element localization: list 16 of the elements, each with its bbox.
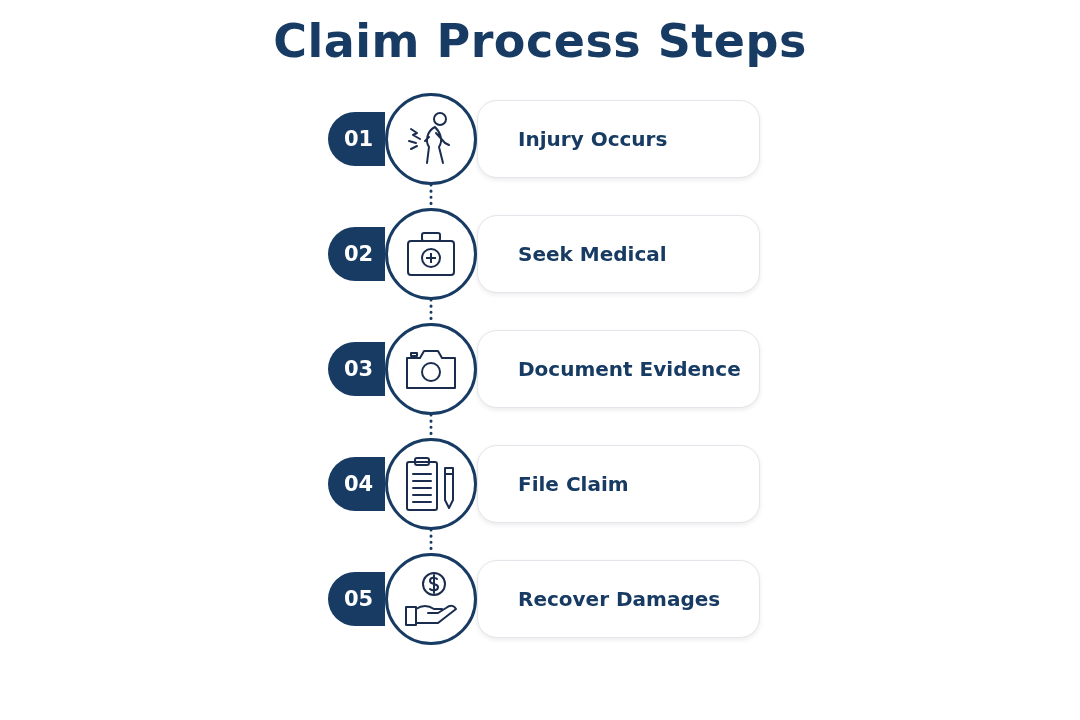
step-label: File Claim [518, 472, 629, 496]
diagram-title: Claim Process Steps [272, 14, 808, 68]
step-card [477, 445, 760, 523]
step-label: Seek Medical [518, 242, 667, 266]
step-card [477, 100, 760, 178]
step-card [477, 215, 760, 293]
step-label: Recover Damages [518, 587, 721, 611]
step-number-tab: 05 [328, 572, 385, 626]
step-label: Document Evidence [518, 357, 741, 381]
step-number-tab: 04 [328, 457, 385, 511]
step-number-tab: 02 [328, 227, 385, 281]
step-card [477, 330, 760, 408]
step-card [477, 560, 760, 638]
step-number-tab: 03 [328, 342, 385, 396]
step-label: Injury Occurs [518, 127, 668, 151]
step-number-tab: 01 [328, 112, 385, 166]
